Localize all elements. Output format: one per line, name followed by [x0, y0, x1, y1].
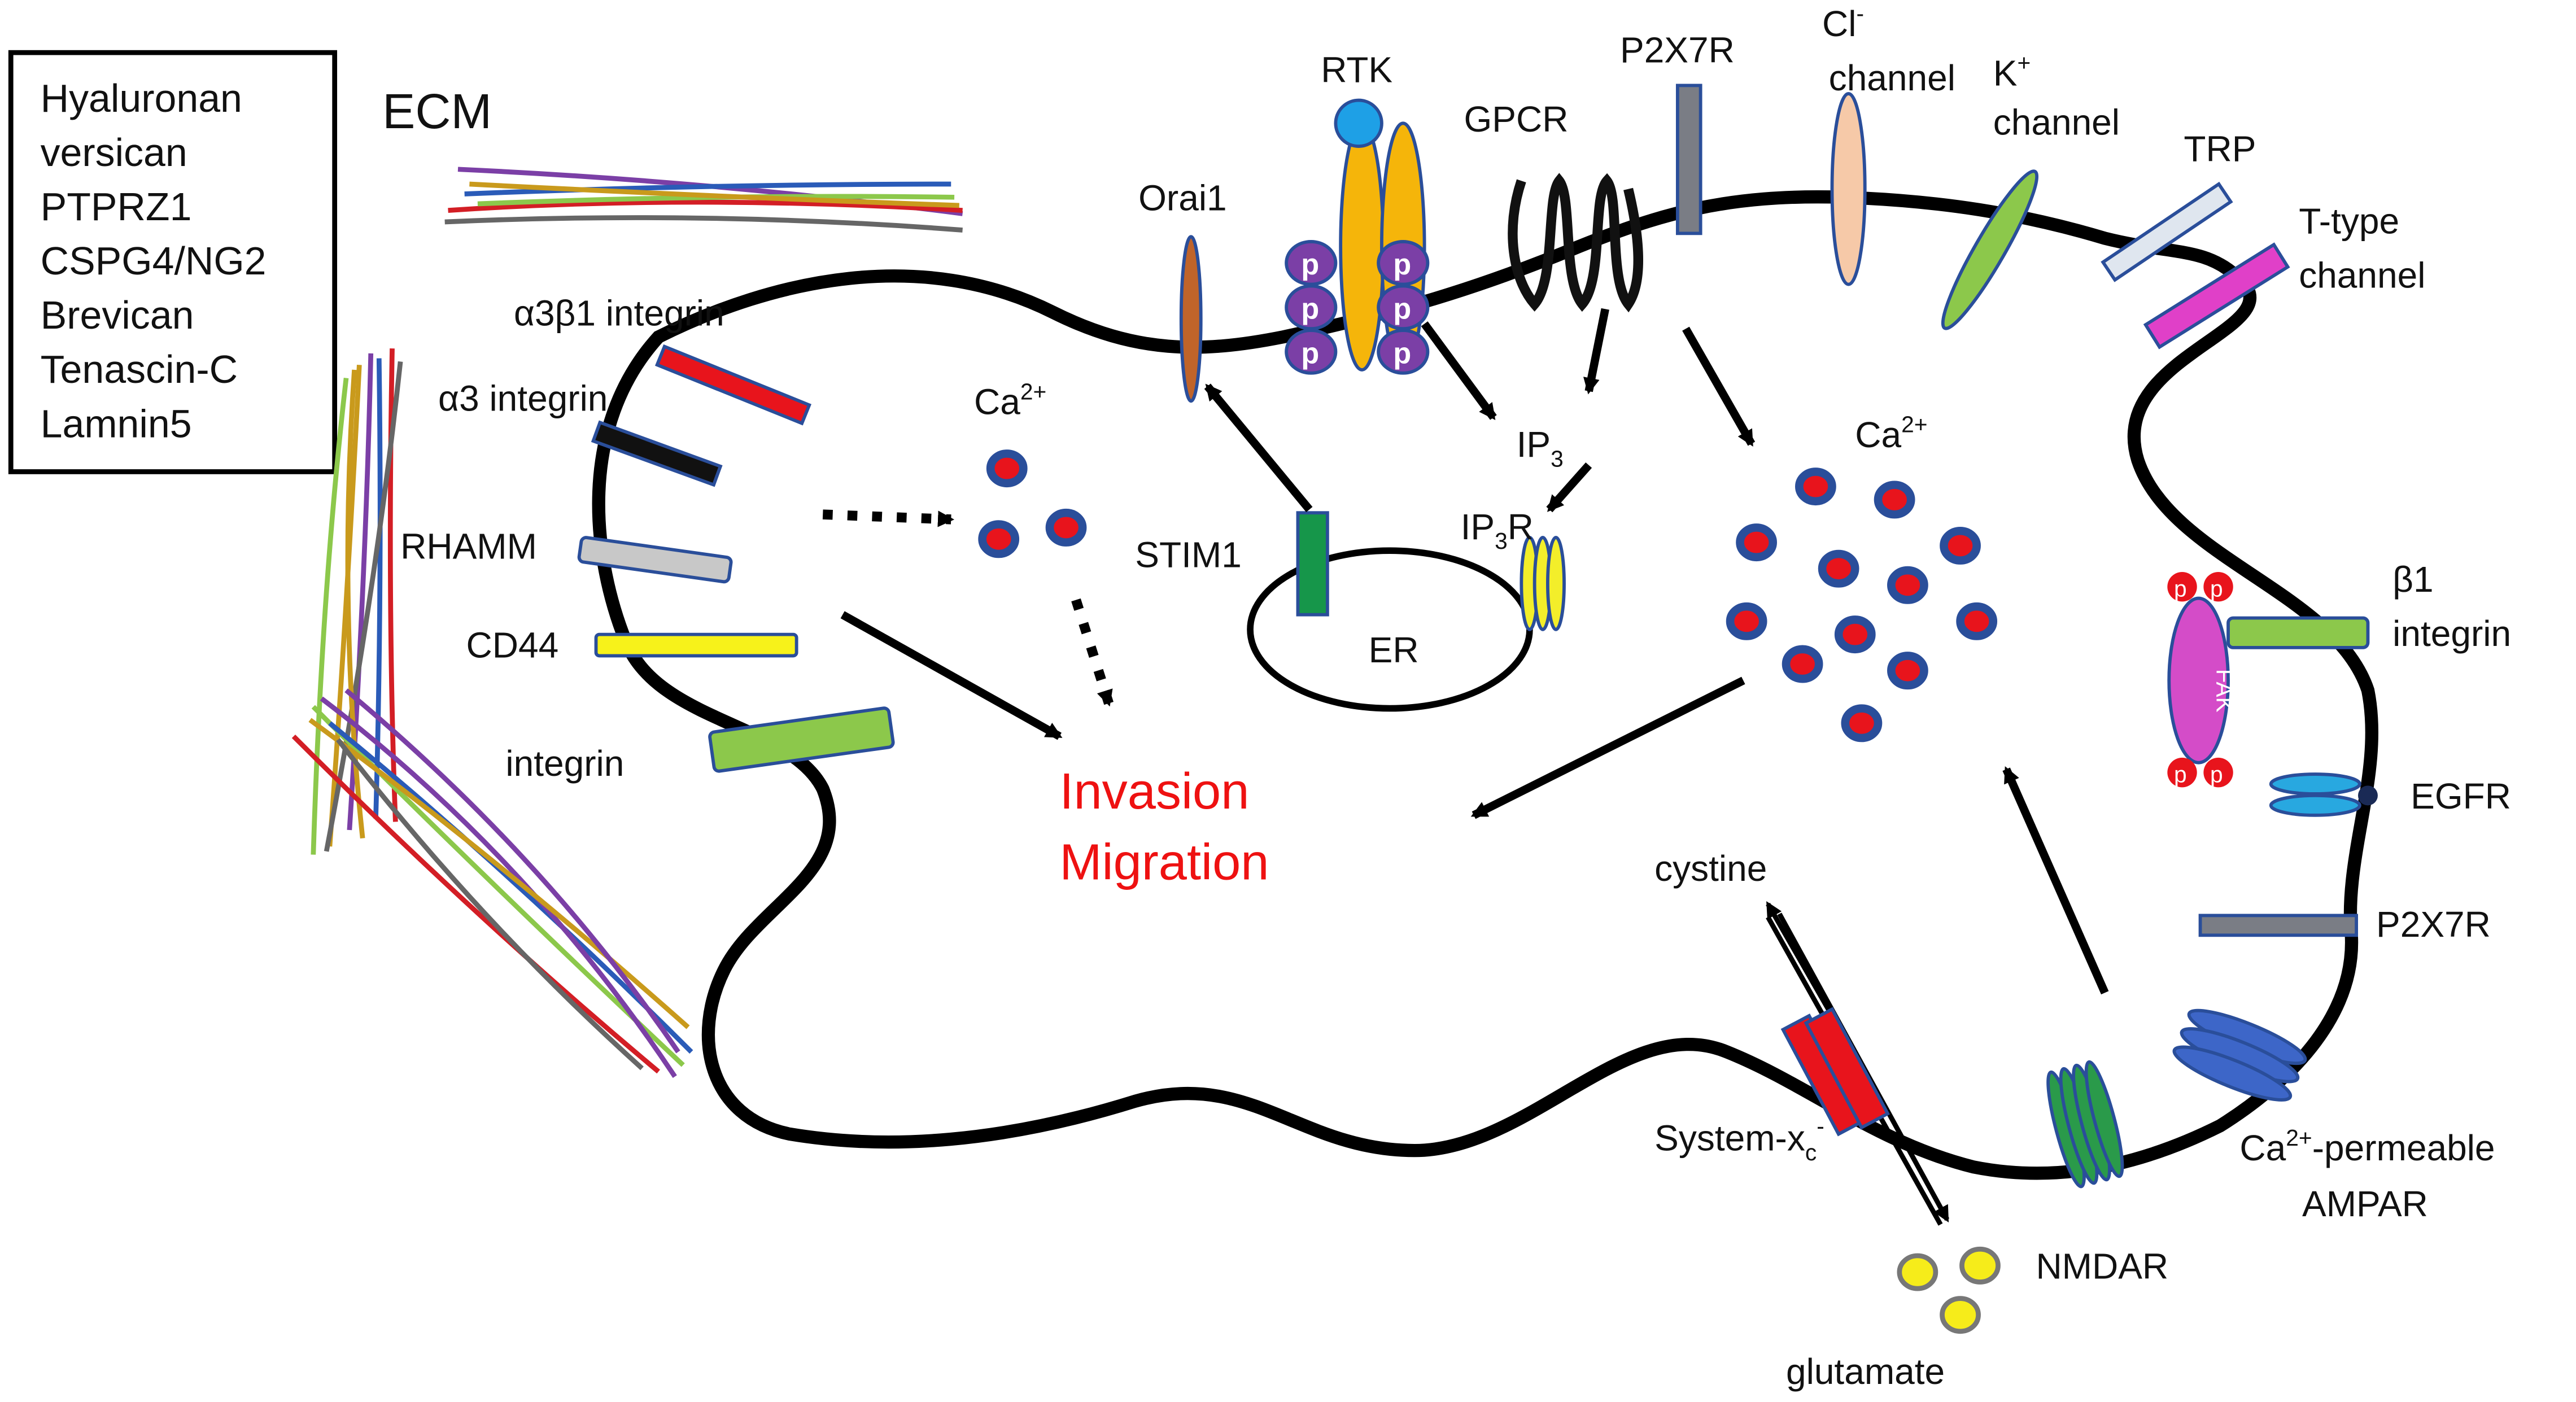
ampar-label-2: AMPAR [2302, 1183, 2428, 1224]
stim1-label: STIM1 [1135, 534, 1242, 575]
cd44-label: CD44 [466, 624, 559, 665]
svg-text:p: p [2210, 576, 2223, 602]
svg-text:p: p [1301, 293, 1319, 326]
orai1-channel [1179, 235, 1203, 403]
ecm-item: Lamnin5 [41, 401, 192, 446]
ecm-item: Brevican [41, 293, 194, 337]
chloride-channel-label-1: Cl- [1822, 1, 1864, 44]
p2x7r-right-channel [2198, 914, 2358, 937]
fak-protein [2167, 596, 2230, 765]
rhamm-receptor [577, 536, 733, 584]
a3-integrin-receptor [591, 420, 723, 487]
ampar-receptor [2172, 1008, 2307, 1102]
b1-integrin-label-2: integrin [2392, 613, 2511, 654]
ecm-fibers-left [311, 348, 403, 855]
potassium-channel-label-1: K+ [1993, 50, 2031, 93]
p2x7r-top-label: P2X7R [1620, 30, 1735, 71]
calcium-ions-right [1726, 468, 1998, 743]
ecm-item: Hyaluronan [41, 76, 242, 120]
ecm-item: Tenascin-C [41, 347, 238, 391]
svg-text:p: p [1301, 337, 1319, 370]
t-type-channel [2143, 242, 2290, 350]
integrin-receptor [708, 706, 895, 773]
fak-label: FAK [2212, 669, 2238, 713]
a3b1-integrin-receptor [654, 344, 811, 426]
svg-text:p: p [1393, 337, 1411, 370]
a3-integrin-label: α3 integrin [438, 378, 608, 419]
orai1-label: Orai1 [1138, 178, 1227, 219]
system-xc-label: System-xc- [1654, 1113, 1824, 1166]
stim1-sensor [1296, 511, 1329, 617]
system-xc-transporter [1766, 901, 1950, 1226]
calcium-label-left: Ca2+ [974, 378, 1046, 422]
t-type-label-2: channel [2299, 255, 2425, 295]
gpcr-label: GPCR [1464, 99, 1568, 139]
svg-text:p: p [1301, 248, 1319, 281]
cystine-label: cystine [1654, 848, 1767, 889]
trp-label: TRP [2184, 128, 2256, 169]
p2x7r-right-label: P2X7R [2376, 904, 2491, 945]
cd44-receptor [594, 632, 798, 658]
a3b1-integrin-label: α3β1 integrin [514, 292, 724, 333]
svg-text:p: p [2174, 762, 2187, 788]
svg-text:p: p [1393, 248, 1411, 281]
ip3-label: IP3 [1517, 424, 1564, 471]
migration-label: Migration [1059, 833, 1269, 890]
svg-text:p: p [2174, 576, 2187, 602]
rtk-phosphorylation-sites: p p p p p p [1285, 239, 1430, 375]
ecm-fibers-top [444, 167, 963, 233]
potassium-channel-label-2: channel [1993, 102, 2120, 143]
ecm-item: versican [41, 130, 187, 174]
ecm-item: PTPRZ1 [41, 185, 192, 229]
egfr-receptor [2269, 772, 2378, 817]
integrin-label: integrin [505, 743, 624, 784]
nmdar-receptor [2046, 1060, 2124, 1189]
svg-text:p: p [1393, 293, 1411, 326]
pathway-arrows [822, 308, 2109, 995]
invasion-label: Invasion [1059, 763, 1249, 820]
ip3r-channel [1520, 535, 1566, 631]
glutamate-molecules [1897, 1246, 2001, 1334]
glutamate-label: glutamate [1786, 1351, 1945, 1392]
chloride-channel-label-2: channel [1829, 58, 1955, 98]
ecm-title: ECM [382, 84, 492, 139]
nmdar-label: NMDAR [2036, 1246, 2168, 1287]
gpcr-receptor [1508, 173, 1643, 313]
trp-channel [2101, 181, 2233, 282]
ip3r-label: IP3R [1461, 506, 1534, 554]
ecm-components-box: Hyaluronan versican PTPRZ1 CSPG4/NG2 Bre… [8, 50, 338, 474]
calcium-label-right: Ca2+ [1855, 412, 1927, 455]
chloride-channel [1830, 92, 1867, 286]
calcium-ions-left [978, 449, 1087, 558]
ecm-fibers-diagonal [291, 688, 693, 1078]
cell-membrane [592, 190, 2379, 1180]
b1-integrin-label-1: β1 [2392, 559, 2433, 600]
ampar-label-1: Ca2+-permeable [2239, 1125, 2495, 1168]
p2x7r-top-channel [1675, 84, 1702, 235]
ecm-item: CSPG4/NG2 [41, 239, 267, 283]
potassium-channel [1941, 169, 2039, 330]
egfr-label: EGFR [2411, 776, 2511, 816]
rhamm-label: RHAMM [400, 526, 537, 567]
fak-phosphorylation-sites: p p p p [2167, 571, 2233, 788]
rtk-label: RTK [1321, 50, 1392, 90]
er-label: ER [1369, 630, 1419, 670]
b1-integrin-receptor [2226, 616, 2370, 649]
rtk-receptor [1334, 98, 1426, 372]
t-type-label-1: T-type [2299, 200, 2399, 241]
svg-text:p: p [2210, 762, 2223, 788]
